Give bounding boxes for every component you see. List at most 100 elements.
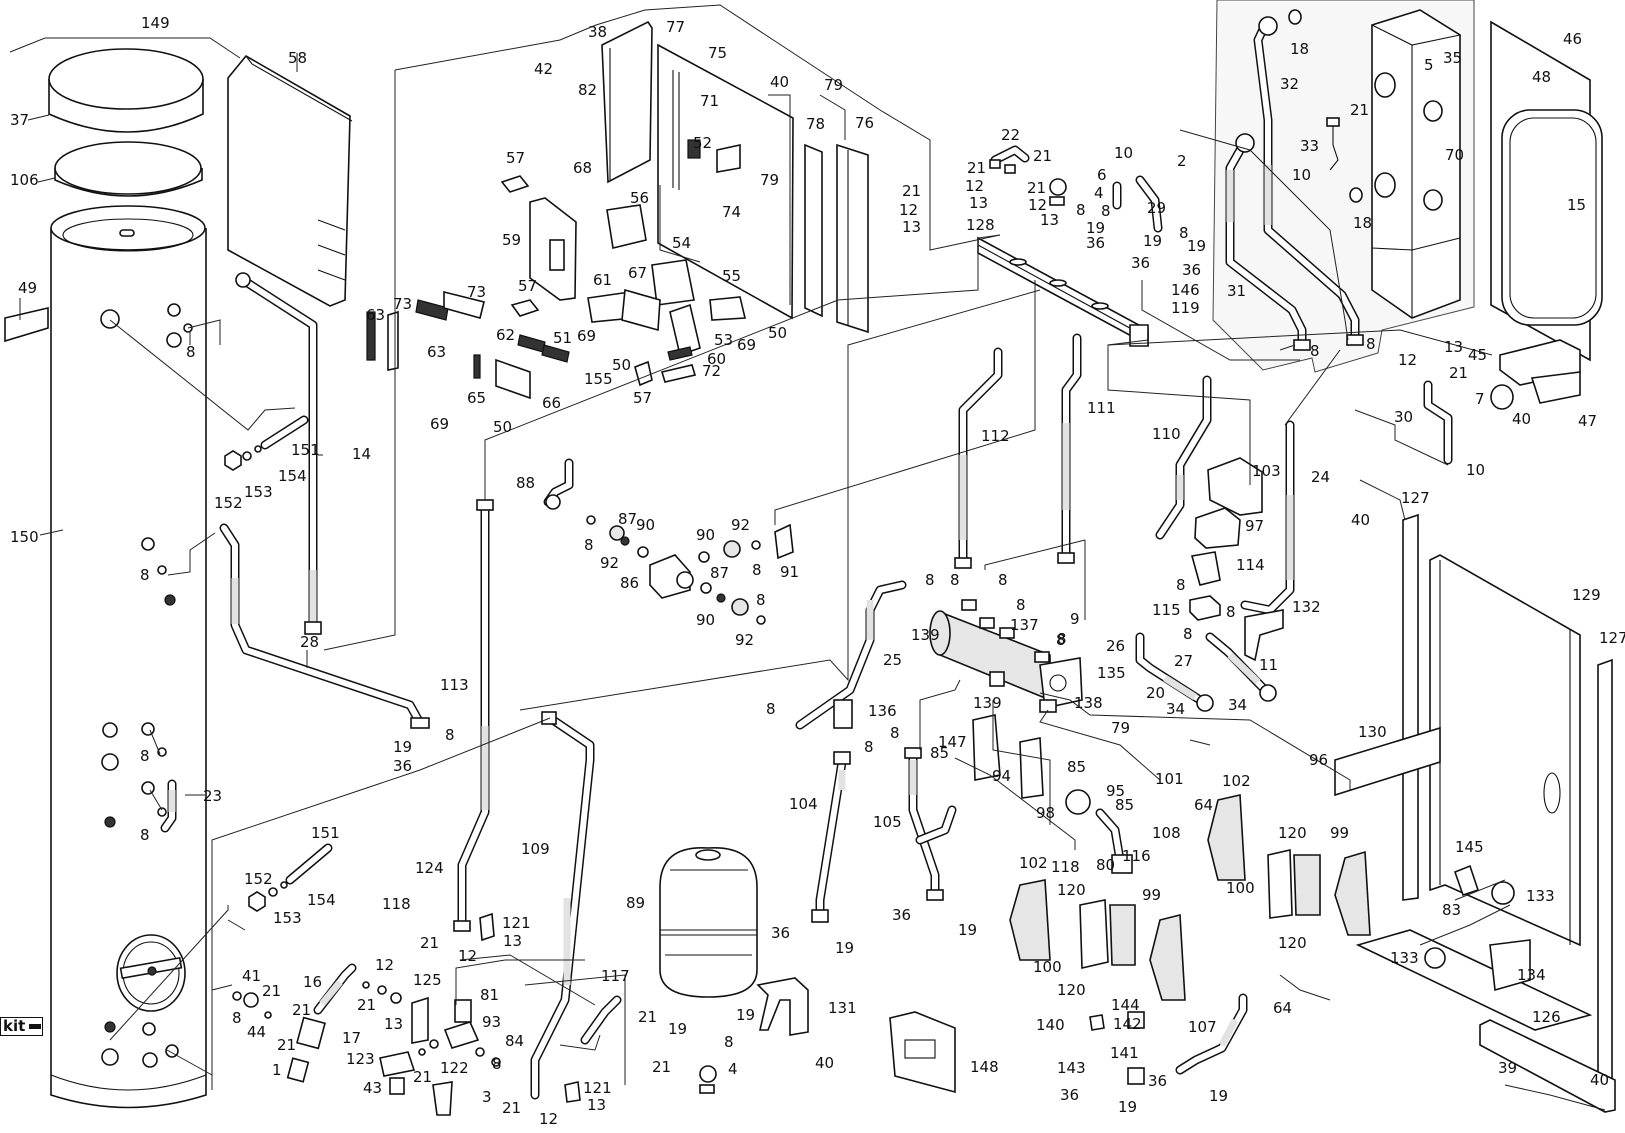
bracket-131 [756,977,809,1036]
elbow-88 [543,458,574,510]
label-24: 24 [1311,468,1330,486]
label-131: 131 [828,999,857,1017]
pipe-24 [1240,420,1295,615]
label-135: 135 [1097,664,1126,682]
label-87: 87 [618,510,637,528]
label-69: 69 [430,415,449,433]
label-16: 16 [303,973,322,991]
label-46: 46 [1563,30,1582,48]
label-12: 12 [1398,351,1417,369]
label-2: 2 [1177,152,1187,170]
fittings-142-143 [1089,1011,1145,1085]
label-36: 36 [1148,1072,1167,1090]
label-4: 4 [728,1060,738,1078]
label-30: 30 [1394,408,1413,426]
label-110: 110 [1152,425,1181,443]
label-79: 79 [824,76,843,94]
label-59: 59 [502,231,521,249]
valve-4-lower [699,1065,717,1094]
label-36: 36 [393,757,412,775]
label-58: 58 [288,49,307,67]
pump-100-left [1079,899,1136,969]
label-13: 13 [503,932,522,950]
label-152: 152 [244,870,273,888]
label-47: 47 [1578,412,1597,430]
bracket-49 [4,306,49,343]
label-8: 8 [1076,201,1086,219]
label-19: 19 [1187,237,1206,255]
label-151: 151 [291,441,320,459]
label-118: 118 [382,895,411,913]
label-109: 109 [521,840,550,858]
label-37: 37 [10,111,29,129]
pipe-28 [219,523,430,729]
label-140: 140 [1036,1016,1065,1034]
o-rings-18 [1288,9,1363,203]
label-155: 155 [584,370,613,388]
manifold-135 [929,599,1083,713]
label-19: 19 [736,1006,755,1024]
label-40: 40 [770,73,789,91]
label-11: 11 [1259,656,1278,674]
label-85: 85 [930,744,949,762]
label-8: 8 [1226,603,1236,621]
valve-4-upper [1049,178,1067,206]
label-45: 45 [1468,346,1487,364]
label-80: 80 [1096,856,1115,874]
label-106: 106 [10,171,39,189]
label-95: 95 [1106,782,1125,800]
label-21: 21 [502,1099,521,1117]
label-21: 21 [262,982,281,1000]
rail-76 [836,143,869,334]
label-52: 52 [693,134,712,152]
anode-151-upper [224,415,309,471]
label-56: 56 [630,189,649,207]
pipe-14 [235,272,322,635]
label-21: 21 [1350,101,1369,119]
label-13: 13 [1444,338,1463,356]
pipe-107 [1175,993,1248,1075]
label-154: 154 [278,467,307,485]
label-138: 138 [1074,694,1103,712]
label-19: 19 [958,921,977,939]
label-79: 79 [1111,719,1130,737]
label-8: 8 [1057,630,1067,648]
label-18: 18 [1353,214,1372,232]
label-4: 4 [1094,184,1104,202]
label-8: 8 [925,571,935,589]
label-50: 50 [612,356,631,374]
label-1: 1 [272,1061,282,1079]
label-118: 118 [1051,858,1080,876]
label-31: 31 [1227,282,1246,300]
label-134: 134 [1517,966,1546,984]
label-12: 12 [375,956,394,974]
label-139: 139 [973,694,1002,712]
label-77: 77 [666,18,685,36]
label-12: 12 [539,1110,558,1128]
valve-body-99-right [1334,850,1371,936]
label-21: 21 [652,1058,671,1076]
label-34: 34 [1166,700,1185,718]
label-136: 136 [868,702,897,720]
bracket-132 [1244,609,1284,662]
label-14: 14 [352,445,371,463]
label-13: 13 [587,1096,606,1114]
label-63: 63 [427,343,446,361]
label-96: 96 [1309,751,1328,769]
label-85: 85 [1115,796,1134,814]
fitting-91 [774,523,794,560]
label-8: 8 [140,747,150,765]
label-89: 89 [626,894,645,912]
label-13: 13 [384,1015,403,1033]
label-57: 57 [506,149,525,167]
label-101: 101 [1155,770,1184,788]
label-8: 8 [1179,224,1189,242]
label-150: 150 [10,528,39,546]
label-60: 60 [707,350,726,368]
label-8: 8 [1101,202,1111,220]
pump-housing-102-left [1009,879,1051,961]
label-33: 33 [1300,137,1319,155]
label-8: 8 [1183,625,1193,643]
label-64: 64 [1273,999,1292,1017]
label-28: 28 [300,633,319,651]
